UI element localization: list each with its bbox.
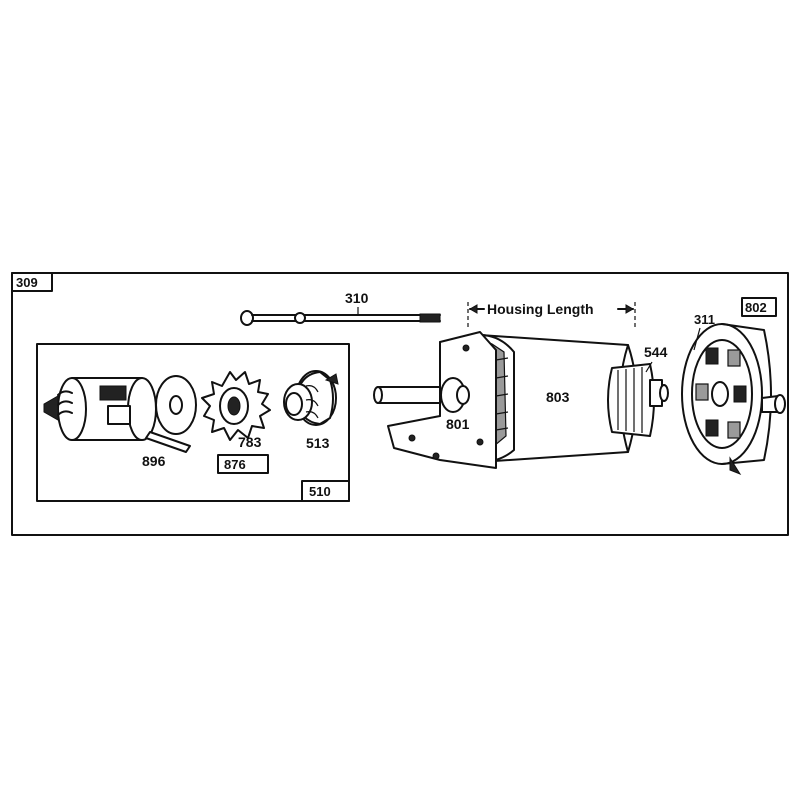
pinion-gear — [201, 371, 271, 441]
stop-nut — [283, 370, 339, 426]
roll-pin — [145, 431, 191, 453]
kit-callout-text: 309 — [16, 275, 38, 290]
bracket-callout: 801 — [446, 416, 470, 432]
commutator-callout: 544 — [644, 344, 668, 360]
washer — [155, 375, 197, 435]
end-cap — [681, 323, 786, 476]
end-cap-callout-box: 802 — [741, 297, 777, 317]
housing-length-label: Housing Length — [487, 301, 594, 317]
nut-callout: 513 — [306, 435, 330, 451]
housing-callout: 803 — [546, 389, 570, 405]
kit-frame — [11, 272, 789, 536]
drive-assembly-frame — [36, 343, 350, 502]
spring-retainer-callout-text: 876 — [224, 457, 246, 472]
brush-callout: 311 — [694, 312, 715, 327]
drive-assembly-callout-text: 510 — [309, 484, 331, 499]
armature-shaft — [373, 377, 470, 413]
clutch-barrel — [43, 377, 157, 441]
commutator — [607, 363, 669, 437]
gear-callout: 783 — [238, 434, 262, 450]
tie-rod — [240, 307, 441, 326]
housing-length-dimension — [467, 302, 636, 330]
end-cap-callout-text: 802 — [745, 300, 767, 315]
spring-retainer-callout-box: 876 — [217, 454, 269, 474]
tie-rod-callout: 310 — [345, 290, 369, 306]
kit-callout-box: 309 — [11, 272, 53, 292]
drive-assembly-callout-box: 510 — [301, 480, 350, 502]
clutch-callout: 896 — [142, 453, 166, 469]
